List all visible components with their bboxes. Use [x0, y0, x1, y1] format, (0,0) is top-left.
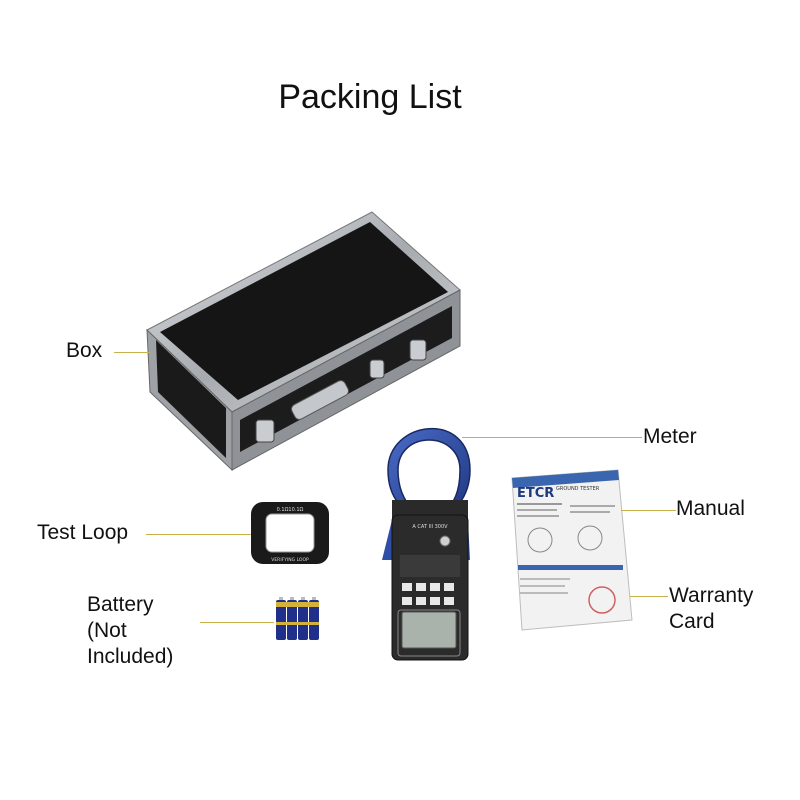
test-loop-top-text: 0.1Ω10.1Ω — [277, 507, 304, 513]
carrying-case-image — [146, 211, 461, 472]
meter-label: Meter — [643, 425, 697, 448]
meter-leader-line — [462, 437, 642, 438]
box-leader-line — [114, 352, 150, 353]
batteries-image — [276, 597, 319, 640]
battery-label-line3: Included) — [87, 645, 174, 668]
svg-text:A CAT III 300V: A CAT III 300V — [412, 524, 448, 530]
warranty-label-line1: Warranty — [669, 584, 754, 607]
battery-label-line2: (Not — [87, 619, 127, 642]
warranty-leader-line — [630, 596, 668, 597]
manual-brand-text: ETCR — [517, 486, 554, 501]
battery-label-line1: Battery — [87, 593, 154, 616]
manual-leader-line — [621, 510, 676, 511]
manual-image: ETCR GROUND TESTER — [511, 469, 633, 631]
test-loop-label: Test Loop — [37, 521, 129, 544]
manual-label: Manual — [676, 497, 745, 520]
test-loop-leader-line — [146, 534, 251, 535]
page-title: Packing List — [278, 78, 462, 116]
battery-leader-line — [200, 622, 274, 623]
warranty-label-line2: Card — [669, 610, 715, 633]
test-loop-bottom-text: VERIFYING LOOP — [271, 557, 309, 563]
box-label: Box — [66, 339, 103, 362]
manual-header-text: GROUND TESTER — [556, 486, 600, 492]
battery-label: Battery (Not Included) — [87, 592, 173, 670]
clamp-meter-image: A CAT III 300V — [382, 428, 471, 661]
test-loop-image: 0.1Ω10.1Ω VERIFYING LOOP — [251, 502, 329, 564]
warranty-card-label: Warranty Card — [669, 583, 753, 635]
